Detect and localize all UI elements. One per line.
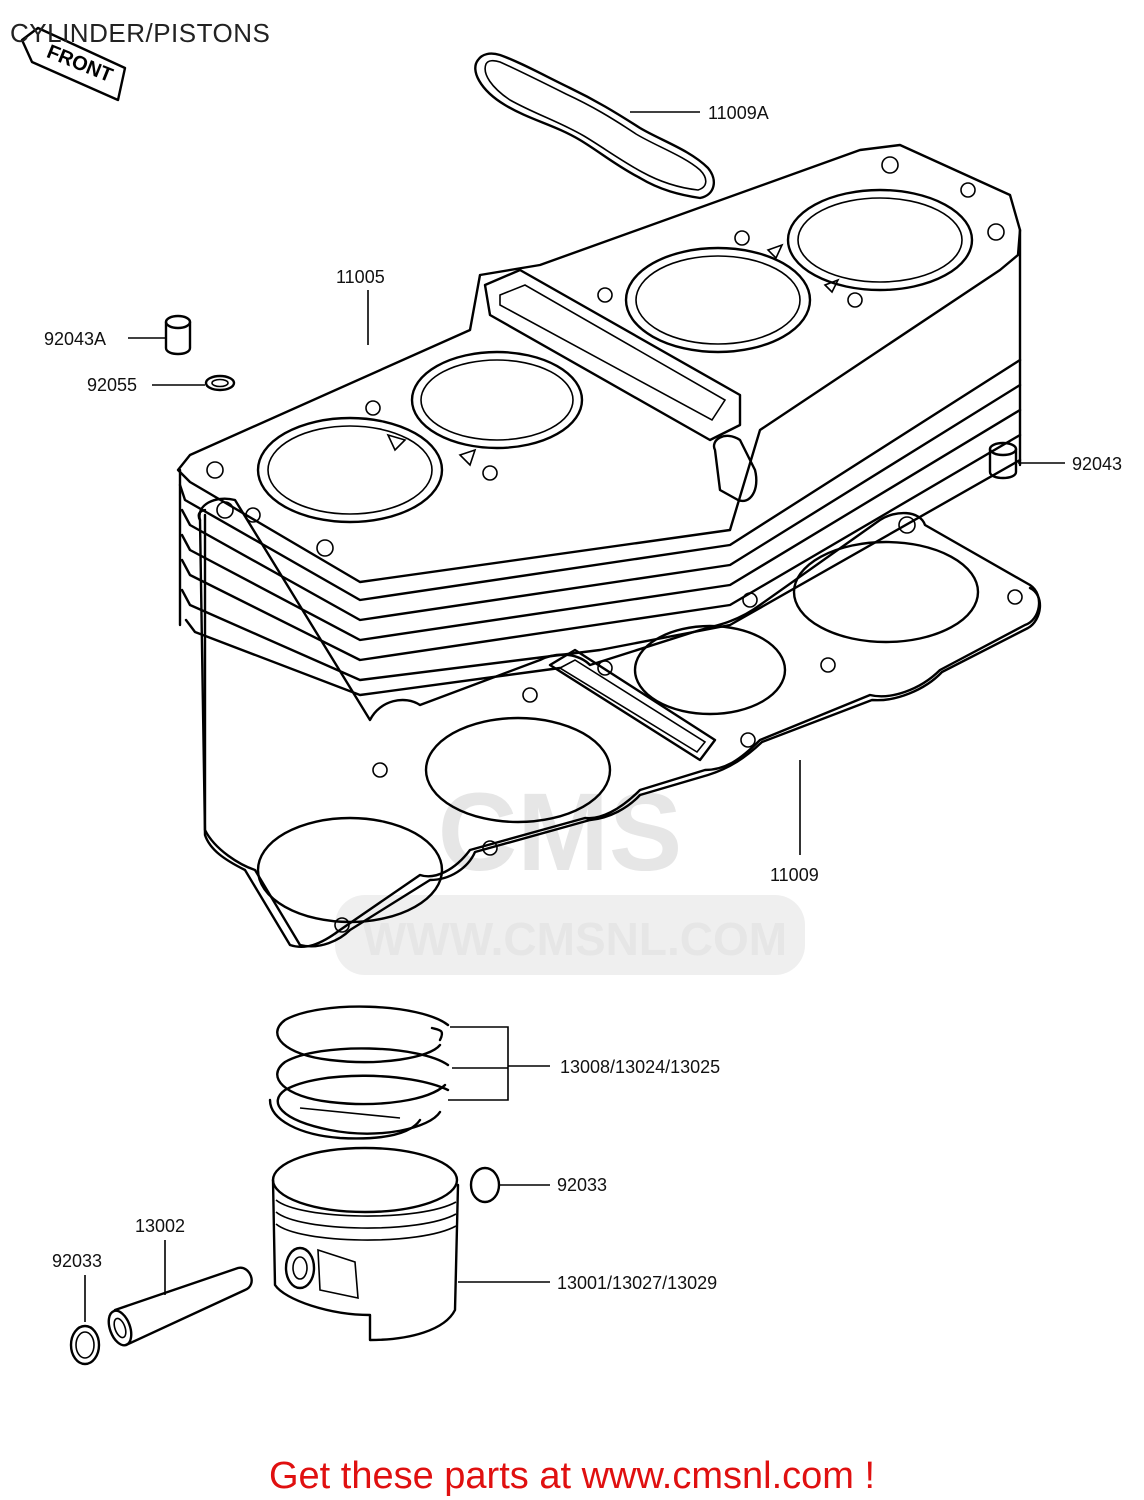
label-92043: 92043 [1072, 454, 1122, 474]
circlip-right [469, 1166, 550, 1204]
label-rings: 13008/13024/13025 [560, 1057, 720, 1077]
cylinder-block [176, 143, 1022, 697]
label-92055: 92055 [87, 375, 137, 395]
label-92043a: 92043A [44, 329, 106, 349]
o-ring-92055 [204, 374, 236, 392]
watermark-banner [335, 895, 805, 975]
watermark-url: WWW.CMSNL.COM [363, 913, 787, 965]
piston-pin [107, 1240, 253, 1347]
label-circlip-left: 92033 [52, 1251, 102, 1271]
watermark-logo: CMS [438, 771, 682, 894]
circlip-left [69, 1275, 101, 1366]
label-11009a: 11009A [708, 103, 769, 123]
piston-rings [268, 1005, 550, 1140]
label-piston: 13001/13027/13029 [557, 1273, 717, 1293]
head-cover-gasket [474, 52, 716, 200]
label-11005: 11005 [336, 267, 385, 287]
footer-link[interactable]: Get these parts at www.cmsnl.com ! [268, 1455, 876, 1497]
dowel-92043a [164, 314, 192, 356]
page-title: CYLINDER/PISTONS [10, 18, 271, 48]
watermark: CMS WWW.CMSNL.COM [335, 771, 805, 975]
piston [271, 1146, 550, 1342]
label-11009: 11009 [770, 865, 819, 885]
label-circlip-right: 92033 [557, 1175, 607, 1195]
dowel-92043 [988, 441, 1018, 480]
label-piston-pin: 13002 [135, 1216, 185, 1236]
base-gasket [197, 497, 1042, 949]
